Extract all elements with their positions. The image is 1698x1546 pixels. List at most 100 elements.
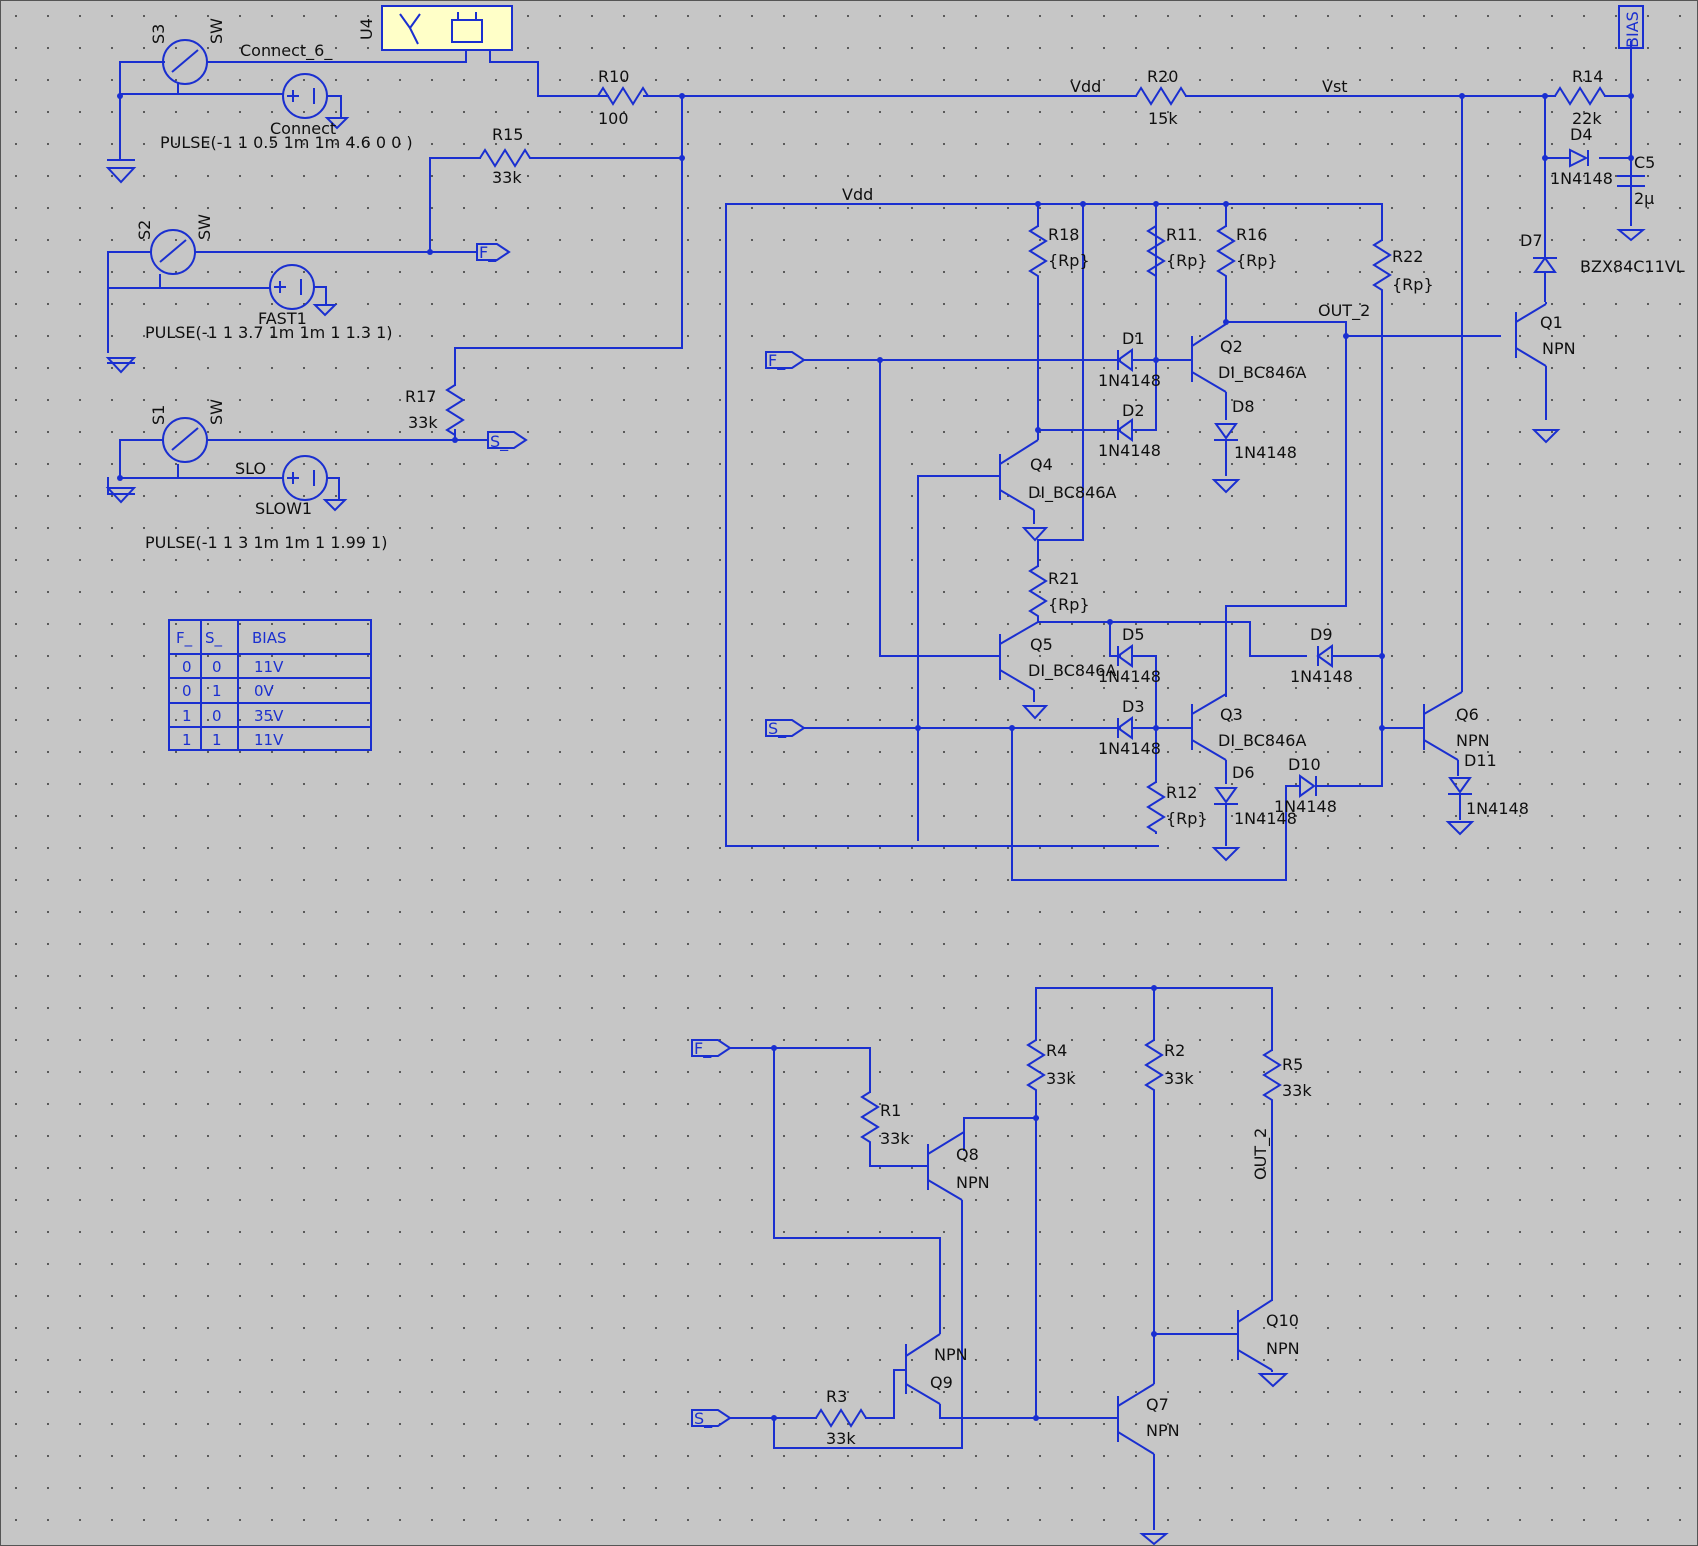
v1-value: PULSE(-1 1 3 1m 1m 1 1.99 1) <box>145 533 387 552</box>
c5-capacitor[interactable] <box>1617 175 1645 226</box>
c5-value: 2µ <box>1634 189 1654 208</box>
q8-transistor[interactable] <box>773 1118 965 1449</box>
r18-value: {Rp} <box>1048 251 1090 270</box>
table-cell: 1 <box>212 682 222 700</box>
r4-resistor[interactable] <box>1026 1039 1046 1094</box>
net-vdd-top: Vdd <box>1070 77 1101 96</box>
r2-value: 33k <box>1164 1069 1194 1088</box>
r20-ref: R20 <box>1147 67 1178 86</box>
v3-value: PULSE(-1 1 0.5 1m 1m 4.6 0 0 ) <box>160 133 413 152</box>
q2-model: DI_BC846A <box>1218 363 1306 383</box>
u4-switch-block[interactable] <box>381 5 513 51</box>
r16-ref: R16 <box>1236 225 1267 244</box>
net-slo: SLO <box>235 459 266 478</box>
d10-diode[interactable] <box>1299 774 1317 798</box>
d1-diode[interactable] <box>1116 348 1133 372</box>
d5-diode[interactable] <box>1116 644 1133 668</box>
d11-diode[interactable] <box>1448 777 1472 820</box>
r3-value: 33k <box>826 1429 856 1448</box>
d10-value: 1N4148 <box>1274 797 1337 816</box>
r10-resistor[interactable] <box>597 86 682 106</box>
port-s-bottom[interactable] <box>691 1409 732 1427</box>
q1-model: NPN <box>1542 339 1576 358</box>
r20-value: 15k <box>1148 109 1178 128</box>
q7-transistor[interactable] <box>1117 1334 1155 1530</box>
q1-ref: Q1 <box>1540 313 1563 332</box>
table-cell: 35V <box>254 707 284 725</box>
q5-transistor[interactable] <box>999 618 1039 702</box>
d5-value: 1N4148 <box>1098 667 1161 686</box>
d8-ref: D8 <box>1232 397 1255 416</box>
c5-ref: C5 <box>1634 153 1655 172</box>
r17-value: 33k <box>408 413 438 432</box>
d6-diode[interactable] <box>1214 787 1238 846</box>
d7-zener[interactable] <box>1533 238 1557 302</box>
r15-resistor[interactable] <box>479 148 532 168</box>
r18-resistor[interactable] <box>1028 225 1048 278</box>
r5-resistor[interactable] <box>1262 1049 1282 1104</box>
port-f-mid-label: F_ <box>768 351 786 371</box>
ground-d6 <box>1211 847 1241 862</box>
r12-ref: R12 <box>1166 783 1197 802</box>
port-f-bottom[interactable] <box>691 1039 732 1057</box>
port-f-mid[interactable] <box>765 351 806 369</box>
s3-model: SW <box>207 18 226 44</box>
port-bias[interactable] <box>1618 5 1644 49</box>
q1-transistor[interactable] <box>1515 302 1547 420</box>
r5-ref: R5 <box>1282 1055 1303 1074</box>
port-bias-label: BIAS <box>1623 11 1642 48</box>
r14-ref: R14 <box>1572 67 1603 86</box>
q9-transistor[interactable] <box>905 1318 1036 1419</box>
q3-model: DI_BC846A <box>1218 731 1306 751</box>
r1-value: 33k <box>880 1129 910 1148</box>
r1-resistor[interactable] <box>860 1091 880 1146</box>
s3-ref: S3 <box>149 24 168 44</box>
d2-diode[interactable] <box>1116 418 1133 442</box>
q3-transistor[interactable] <box>1191 693 1227 784</box>
d9-ref: D9 <box>1310 625 1333 644</box>
table-header: BIAS <box>252 629 287 647</box>
r11-value: {Rp} <box>1166 251 1208 270</box>
r20-resistor[interactable] <box>1135 86 1187 106</box>
r15-value: 33k <box>492 168 522 187</box>
d4-diode[interactable] <box>1569 148 1589 168</box>
q8-model: NPN <box>956 1173 990 1192</box>
r12-resistor[interactable] <box>1146 781 1166 834</box>
r3-resistor[interactable] <box>815 1408 867 1428</box>
q6-transistor[interactable] <box>1423 624 1463 776</box>
port-s-top[interactable] <box>487 431 528 449</box>
table-cell: 1 <box>212 731 222 749</box>
d4-value: 1N4148 <box>1550 169 1613 188</box>
r10-ref: R10 <box>598 67 629 86</box>
net-vdd-box: Vdd <box>842 185 873 204</box>
net-out2: OUT_2 <box>1318 301 1370 321</box>
q10-transistor[interactable] <box>1237 1299 1273 1372</box>
d3-value: 1N4148 <box>1098 739 1161 758</box>
r2-resistor[interactable] <box>1144 1039 1164 1094</box>
port-f-top[interactable] <box>476 243 511 261</box>
d2-value: 1N4148 <box>1098 441 1161 460</box>
r14-resistor[interactable] <box>1554 86 1610 106</box>
q2-transistor[interactable] <box>1191 323 1227 420</box>
d5-ref: D5 <box>1122 625 1145 644</box>
ground-symbols <box>105 117 350 512</box>
r16-resistor[interactable] <box>1216 225 1236 278</box>
r22-resistor[interactable] <box>1372 239 1392 292</box>
r17-resistor[interactable] <box>445 384 465 436</box>
d3-diode[interactable] <box>1116 716 1133 740</box>
q8-ref: Q8 <box>956 1145 979 1164</box>
r21-resistor[interactable] <box>1028 565 1048 618</box>
r11-ref: R11 <box>1166 225 1197 244</box>
q4-transistor[interactable] <box>999 430 1039 524</box>
d9-diode[interactable] <box>1316 644 1333 668</box>
q3-ref: Q3 <box>1220 705 1243 724</box>
table-cell: 1 <box>182 707 192 725</box>
port-s-mid[interactable] <box>765 719 806 737</box>
q7-model: NPN <box>1146 1421 1180 1440</box>
r11-resistor[interactable] <box>1146 225 1166 278</box>
q6-ref: Q6 <box>1456 705 1479 724</box>
q5-ref: Q5 <box>1030 635 1053 654</box>
d8-diode[interactable] <box>1214 423 1238 476</box>
